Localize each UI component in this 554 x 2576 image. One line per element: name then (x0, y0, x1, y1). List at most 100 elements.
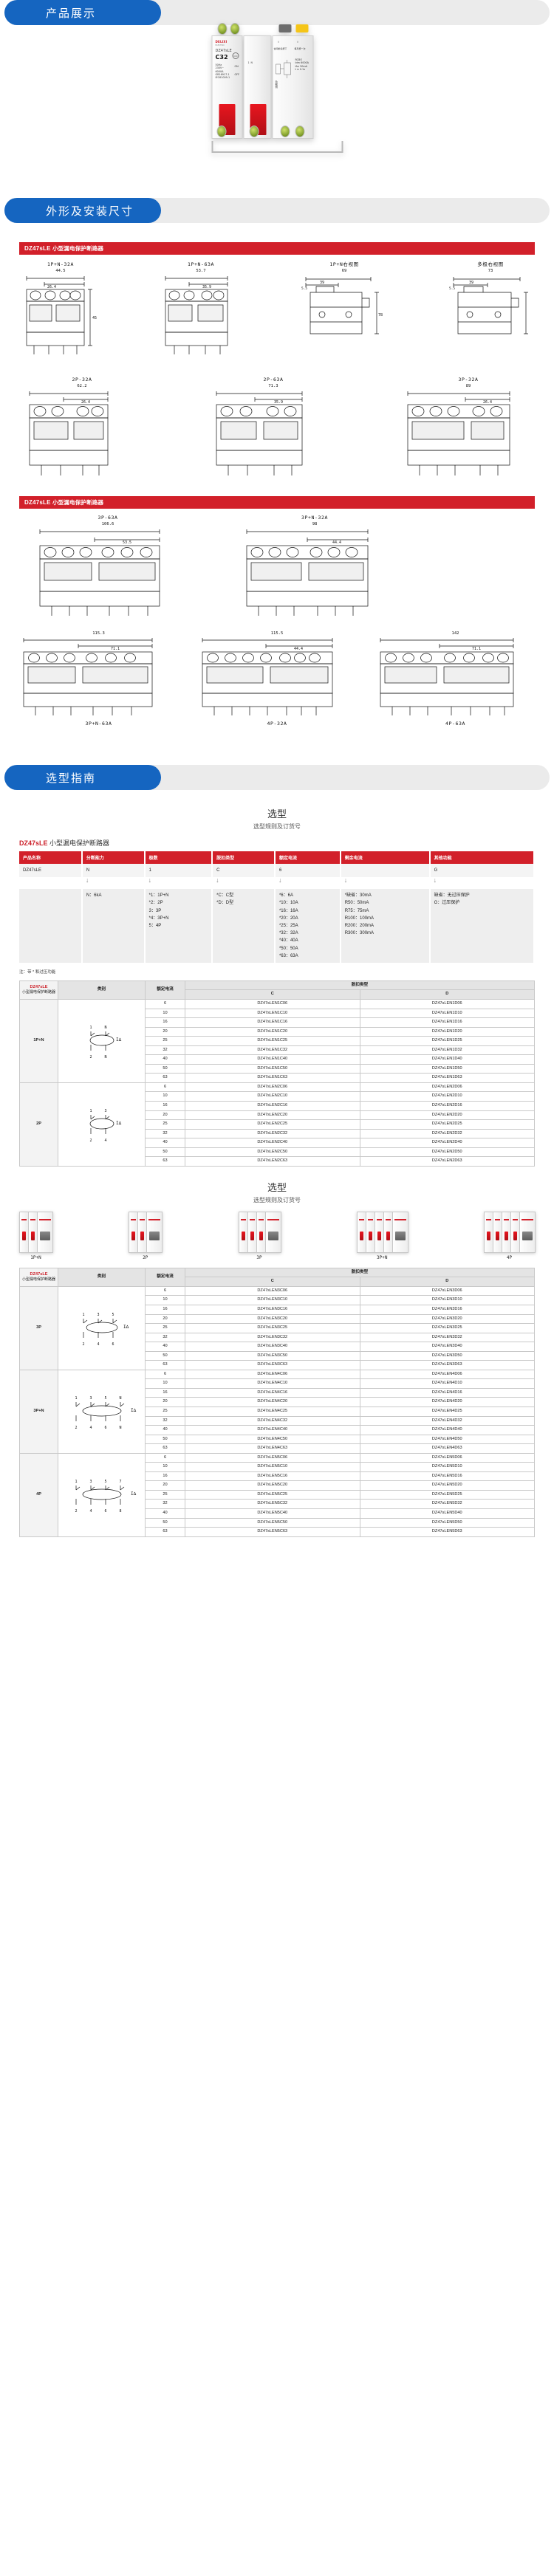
ordering-code-c: DZ47sLEN5C63 (185, 1527, 360, 1537)
arrow-up-icon-right: ⇧ (296, 41, 299, 44)
example-code-row: DZ47sLE N 1 C 6 G (19, 864, 536, 878)
ordering-current-cell: 10 (145, 1008, 185, 1019)
ordering-current-cell: 6 (145, 1285, 185, 1296)
ordering-header-row-1: DZ47sLE 小型漏电保护断路器 类别 额定电流 脱扣类型 (19, 980, 535, 1000)
svg-text:3: 3 (89, 1396, 92, 1401)
variant-image (484, 1211, 536, 1253)
ordering-code-d: DZ47sLEN5D10 (359, 1462, 535, 1472)
ordering-current-cell: 40 (145, 1425, 185, 1435)
ordering-code-c: DZ47sLEN3C40 (185, 1342, 360, 1352)
ordering-code-d: DZ47sLEN5D63 (359, 1527, 535, 1537)
svg-text:4: 4 (89, 1509, 92, 1514)
drawing-4p-32a: 115.5 (198, 631, 357, 728)
dimension-drawings-2: 3P-63A 106.6 (19, 515, 535, 728)
ordering-code-d: DZ47sLEN2D06 (359, 1082, 535, 1093)
svg-text:3: 3 (97, 1313, 99, 1317)
section-header-selection-guide: 选型指南 (4, 765, 550, 790)
section-title-selection-guide: 选型指南 (46, 771, 97, 785)
options-current: *6：6A*10：10A *16：16A*20：20A *25：25A*32：3… (274, 889, 341, 963)
section-header-pill: 产品展示 (4, 0, 161, 25)
ordering-code-c: DZ47sLEN5C16 (185, 1471, 360, 1482)
ordering-current-cell: 40 (145, 1054, 185, 1065)
product-variant: 3P+N (356, 1211, 408, 1260)
test-button-yellow[interactable] (295, 24, 309, 32)
ordering-current-cell: 63 (145, 1073, 185, 1083)
ordering-current-cell: 63 (145, 1360, 185, 1370)
ordering-code-c: DZ47sLEN3C10 (185, 1295, 360, 1305)
dimension-block-1-model: DZ47sLE (24, 245, 51, 252)
ordering-code-c: DZ47sLEN1C50 (185, 1063, 360, 1074)
drawing-art: 35.9 (160, 273, 242, 360)
product-variant-strip: 1P+N 2P 3P 3P+N 4P (19, 1211, 536, 1260)
drawing-3pn-63a: 115.3 (19, 631, 178, 728)
ordering-code-c: DZ47sLEN3C16 (185, 1305, 360, 1315)
terminal-screw-bottom-4 (295, 126, 305, 137)
svg-text:N: N (104, 1026, 106, 1030)
variant-label: 3P (256, 1254, 262, 1260)
ordering-code-d: DZ47sLEN1D16 (359, 1017, 535, 1028)
breaker-model-label: DZ47sLE (215, 49, 232, 53)
ordering-current-cell: 32 (145, 1332, 185, 1343)
dimension-block-1-bar: DZ47sLE 小型漏电保护断路器 (19, 242, 535, 255)
svg-text:5.5: 5.5 (449, 286, 455, 291)
ordering-current-cell: 10 (145, 1091, 185, 1102)
svg-text:7: 7 (119, 1480, 121, 1484)
variant-image (238, 1211, 281, 1253)
ordering-code-c: DZ47sLEN4C32 (185, 1415, 360, 1426)
ordering-code-d: DZ47sLEN4D20 (359, 1397, 535, 1407)
ordering-code-c: DZ47sLEN4C20 (185, 1397, 360, 1407)
ordering-current-cell: 63 (145, 1527, 185, 1537)
svg-text:N: N (104, 1055, 106, 1059)
example-residual (340, 864, 431, 878)
ordering-current-cell: 50 (145, 1147, 185, 1158)
selection-caption: 选型规则及订货号 (253, 823, 301, 830)
ordering-current-cell: 16 (145, 1017, 185, 1028)
ordering-code-c: DZ47sLEN5C50 (185, 1517, 360, 1528)
ordering-code-d: DZ47sLEN1D20 (359, 1026, 535, 1037)
rcbo-circuit-diagram (276, 60, 291, 78)
ordering-code-c: DZ47sLEN1C40 (185, 1054, 360, 1065)
drawing-3p-32a: 3P-32A 89 (402, 377, 535, 477)
svg-text:I∆: I∆ (116, 1037, 122, 1043)
section-title-dimensions: 外形及安装尺寸 (46, 204, 134, 218)
table-header-row: 产品名称 分断能力 极数 脱扣类型 额定电流 剩余电流 其他功能 (19, 851, 536, 864)
selection-note: 注：带 * 和过压功能 (19, 969, 56, 975)
ordering2-header-row-2: C D (20, 1277, 535, 1287)
options-product-name (19, 889, 83, 963)
ordering2-col-type: 类别 (58, 1267, 146, 1287)
ordering-current-cell: 6 (145, 1452, 185, 1463)
arrow-down-icon: ↓ (343, 876, 348, 885)
variant-test-module (391, 1211, 408, 1253)
arrow-down-icon: ↓ (216, 876, 219, 885)
ordering-corner-cell: DZ47sLE 小型漏电保护断路器 (19, 980, 58, 1000)
load-side-label: 负载侧 (274, 80, 278, 89)
arrow-cell-5: ↓ (340, 876, 430, 890)
ordering-code-d: DZ47sLEN2D50 (359, 1147, 535, 1158)
dimension-drawings-1: 1P+N-32A 44.5 (19, 260, 535, 477)
ordering-code-c: DZ47sLEN4C63 (185, 1443, 360, 1454)
example-product-name: DZ47sLE (19, 864, 83, 878)
test-button-grey[interactable] (278, 24, 292, 32)
ordering-current-cell: 20 (145, 1397, 185, 1407)
svg-text:1: 1 (89, 1026, 92, 1030)
ordering-current-cell: 20 (145, 1026, 185, 1037)
ordering-code-c: DZ47sLEN5C06 (185, 1452, 360, 1463)
ordering-current-cell: 50 (145, 1517, 185, 1528)
arrow-down-icon: ↓ (148, 876, 152, 885)
arrow-down-icon: ↓ (278, 876, 282, 885)
